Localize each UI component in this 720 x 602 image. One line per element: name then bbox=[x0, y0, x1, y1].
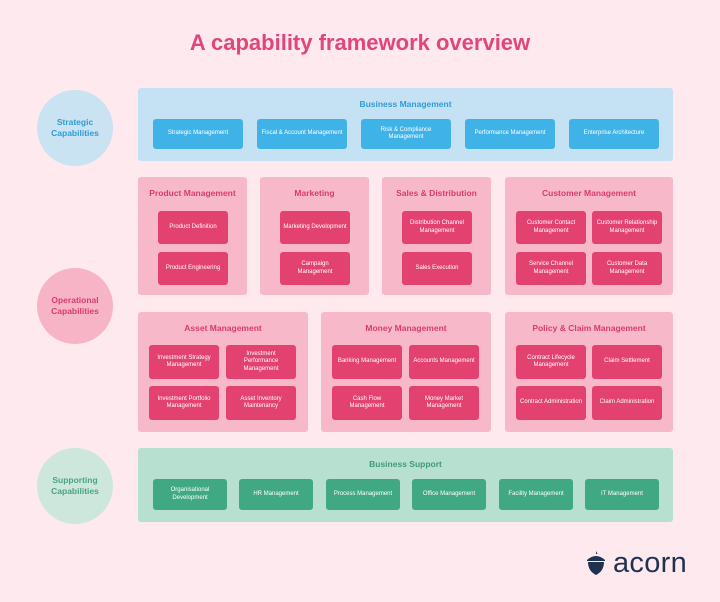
cash-flow-management-box: Cash Flow Management bbox=[332, 386, 402, 420]
asset-management-title: Asset Management bbox=[184, 323, 262, 333]
operational-capabilities-circle: Operational Capabilities bbox=[37, 268, 113, 344]
customer-data-management-box: Customer Data Management bbox=[592, 252, 662, 285]
money-market-management-box: Money Market Management bbox=[409, 386, 479, 420]
acorn-icon bbox=[587, 551, 605, 575]
acorn-logo: acorn bbox=[585, 546, 687, 580]
office-management-box: Office Management bbox=[412, 479, 486, 510]
it-management-box: IT Management bbox=[585, 479, 659, 510]
claim-administration-box: Claim Administration bbox=[592, 386, 662, 420]
marketing-panel: Marketing Marketing Development Campaign… bbox=[260, 177, 369, 295]
performance-management-box: Performance Management bbox=[465, 119, 555, 149]
marketing-title: Marketing bbox=[294, 188, 335, 198]
policy-claim-management-panel: Policy & Claim Management Contract Lifec… bbox=[505, 312, 673, 432]
product-management-panel: Product Management Product Definition Pr… bbox=[138, 177, 247, 295]
sales-execution-box: Sales Execution bbox=[402, 252, 472, 285]
enterprise-architecture-box: Enterprise Architecture bbox=[569, 119, 659, 149]
logo-text: acorn bbox=[613, 546, 688, 579]
product-engineering-box: Product Engineering bbox=[158, 252, 228, 285]
page-title: A capability framework overview bbox=[189, 30, 531, 55]
operational-capabilities-label: Operational Capabilities bbox=[51, 295, 99, 316]
service-channel-management-box: Service Channel Management bbox=[516, 252, 586, 285]
distribution-channel-management-box: Distribution Channel Management bbox=[402, 211, 472, 244]
organisational-development-box: Organisational Development bbox=[153, 479, 227, 510]
supporting-capabilities-label: Supporting Capabilities bbox=[51, 475, 99, 496]
money-management-title: Money Management bbox=[365, 323, 447, 333]
sales-distribution-panel: Sales & Distribution Distribution Channe… bbox=[382, 177, 491, 295]
contract-administration-box: Contract Administration bbox=[516, 386, 586, 420]
sales-distribution-title: Sales & Distribution bbox=[396, 188, 477, 198]
business-support-title: Business Support bbox=[369, 459, 442, 469]
customer-management-panel: Customer Management Customer Contact Man… bbox=[505, 177, 673, 295]
marketing-development-box: Marketing Development bbox=[280, 211, 350, 244]
money-management-panel: Money Management Banking Management Acco… bbox=[321, 312, 491, 432]
product-management-title: Product Management bbox=[149, 188, 236, 198]
banking-management-box: Banking Management bbox=[332, 345, 402, 379]
customer-contact-management-box: Customer Contact Management bbox=[516, 211, 586, 244]
strategic-management-box: Strategic Management bbox=[153, 119, 243, 149]
policy-claim-management-title: Policy & Claim Management bbox=[532, 323, 646, 333]
strategic-capabilities-label: Strategic Capabilities bbox=[51, 117, 99, 138]
business-support-panel: Business Support Organisational Developm… bbox=[138, 448, 673, 522]
customer-relationship-management-box: Customer Relationship Management bbox=[592, 211, 662, 244]
hr-management-box: HR Management bbox=[239, 479, 313, 510]
customer-management-title: Customer Management bbox=[542, 188, 636, 198]
product-definition-box: Product Definition bbox=[158, 211, 228, 244]
campaign-management-box: Campaign Management bbox=[280, 252, 350, 285]
investment-strategy-management-box: Investment Strategy Management bbox=[149, 345, 219, 379]
business-management-panel: Business Management Strategic Management… bbox=[138, 88, 673, 161]
facility-management-box: Facility Management bbox=[499, 479, 573, 510]
strategic-capabilities-circle: Strategic Capabilities bbox=[37, 90, 113, 166]
asset-management-panel: Asset Management Investment Strategy Man… bbox=[138, 312, 308, 432]
fiscal-account-management-box: Fiscal & Account Management bbox=[257, 119, 347, 149]
investment-portfolio-management-box: Investment Portfolio Management bbox=[149, 386, 219, 420]
accounts-management-box: Accounts Management bbox=[409, 345, 479, 379]
supporting-capabilities-circle: Supporting Capabilities bbox=[37, 448, 113, 524]
business-management-title: Business Management bbox=[359, 99, 452, 109]
process-management-box: Process Management bbox=[326, 479, 400, 510]
asset-inventory-maintenancy-box: Asset Inventory Maintenancy bbox=[226, 386, 296, 420]
contract-lifecycle-management-box: Contract Lifecycle Management bbox=[516, 345, 586, 379]
risk-compliance-management-box: Risk & Compliance Management bbox=[361, 119, 451, 149]
claim-settlement-box: Claim Settlement bbox=[592, 345, 662, 379]
investment-performance-management-box: Investment Performance Management bbox=[226, 345, 296, 379]
